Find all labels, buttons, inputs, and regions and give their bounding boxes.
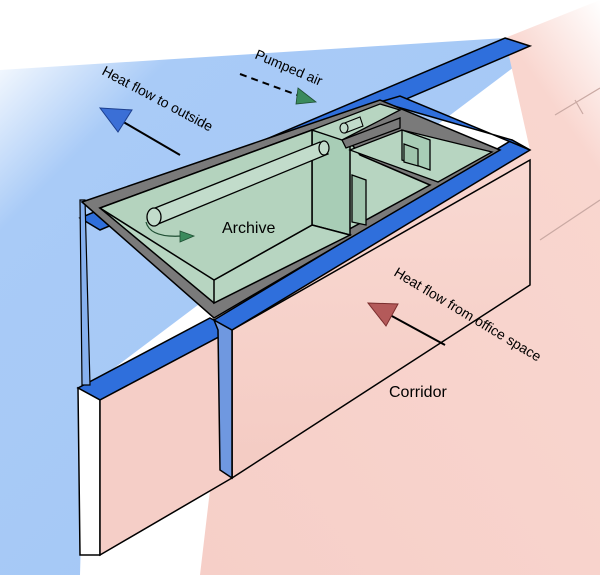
corridor-perspective-lines bbox=[539, 87, 600, 241]
outside-region bbox=[0, 38, 530, 575]
label-corridor: Corridor bbox=[389, 384, 447, 401]
door-main bbox=[351, 174, 367, 226]
label-archive: Archive bbox=[222, 220, 275, 237]
corridor-wall-right-top bbox=[377, 95, 531, 151]
air-pipe bbox=[146, 116, 364, 227]
airflow-arrow bbox=[145, 221, 196, 243]
outer-wall-face bbox=[79, 199, 91, 386]
small-room-divider bbox=[341, 117, 401, 149]
door-side bbox=[403, 143, 419, 167]
heat-outside-arrow bbox=[98, 107, 181, 156]
heat-office-arrow bbox=[366, 302, 446, 346]
pumped-air-arrow bbox=[239, 73, 318, 105]
wall-end-white bbox=[77, 386, 101, 556]
